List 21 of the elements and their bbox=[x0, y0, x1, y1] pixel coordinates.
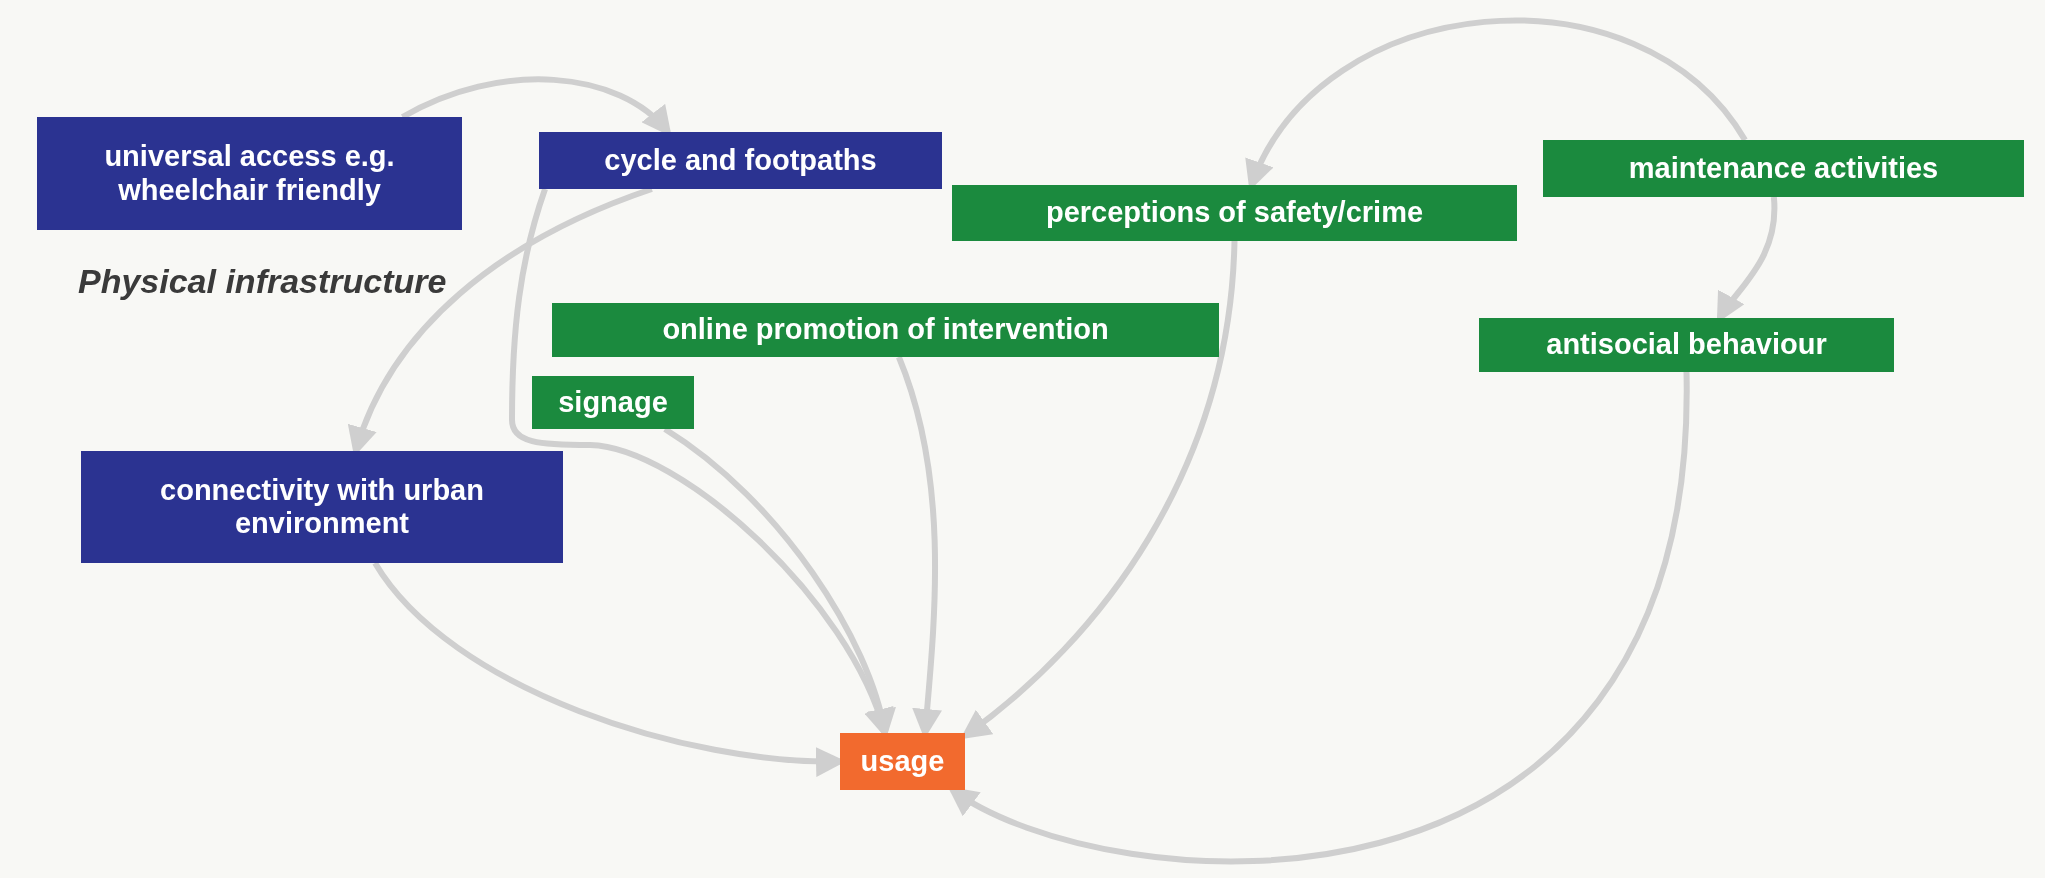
label-box bbox=[840, 733, 965, 790]
label-box bbox=[81, 451, 563, 563]
label-box bbox=[539, 132, 942, 189]
node-label: signage bbox=[558, 385, 668, 420]
arrow bbox=[947, 371, 1690, 864]
node-label: usage bbox=[860, 744, 945, 779]
label-box bbox=[1543, 140, 2024, 197]
label-box bbox=[952, 185, 1517, 241]
label-box bbox=[532, 376, 694, 429]
arrow bbox=[960, 240, 1238, 740]
label-box bbox=[552, 303, 1219, 357]
node-label: maintenance activities bbox=[1628, 151, 1939, 186]
label-box bbox=[37, 117, 462, 230]
node-label: universal access e.g. wheelchair friendly bbox=[103, 140, 396, 207]
node-label: antisocial behaviour bbox=[1546, 328, 1827, 362]
node-label: cycle and footpaths bbox=[604, 143, 877, 178]
node-label: connectivity with urban environment bbox=[159, 473, 485, 541]
node-label: online promotion of intervention bbox=[662, 313, 1109, 347]
group-caption: Physical infrastructure bbox=[78, 262, 447, 301]
node-label: perceptions of safety/crime bbox=[1045, 196, 1424, 230]
label-box bbox=[1479, 318, 1894, 372]
